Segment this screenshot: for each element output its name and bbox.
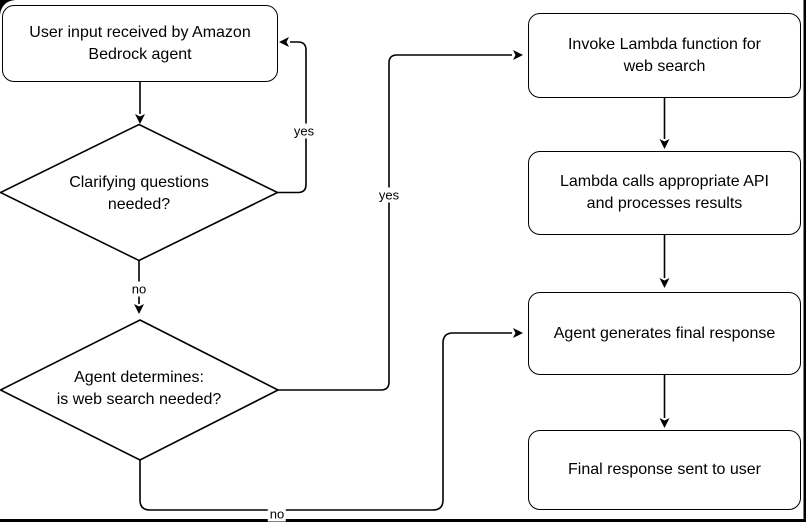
node-final-response: Final response sent to user [528,430,801,510]
arrowhead-into-agentgenerates-top [659,278,670,288]
edge-label-no-clarifying: no [129,281,149,297]
edge-clarifying-yes-loop [277,41,307,194]
window-border-right [803,0,806,521]
edge-label-no-web-search: no [267,506,287,522]
arrowhead-into-lambdacalls [659,139,670,149]
node-user-input: User input received by Amazon Bedrock ag… [2,5,278,82]
window-corner-topleft [0,0,15,15]
edge-websearch-yes [278,54,512,391]
decision-web-search-label: Agent determines: is web search needed? [56,369,222,408]
edge-label-yes-clarifying: yes [291,123,317,139]
decision-clarifying-questions-label: Clarifying questions needed? [69,174,209,213]
arrowhead-into-websearch [134,304,144,314]
arrowhead-into-invokelambda [513,50,523,60]
node-invoke-lambda: Invoke Lambda function for web search [528,13,801,98]
decision-web-search-shape [0,319,280,461]
arrowhead-into-agentgenerates [513,328,523,338]
edge-label-yes-web-search: yes [376,187,402,203]
edge-websearch-no [139,332,512,511]
arrowhead-into-finalresponse [659,418,670,428]
window-border-bottom [0,519,806,522]
arrowhead-into-clarifying [135,114,145,124]
node-agent-generates-response: Agent generates final response [528,292,801,375]
node-lambda-calls-api: Lambda calls appropriate API and process… [528,151,801,235]
arrowhead-into-userinput [279,37,289,47]
decision-clarifying-questions-shape [0,123,280,262]
